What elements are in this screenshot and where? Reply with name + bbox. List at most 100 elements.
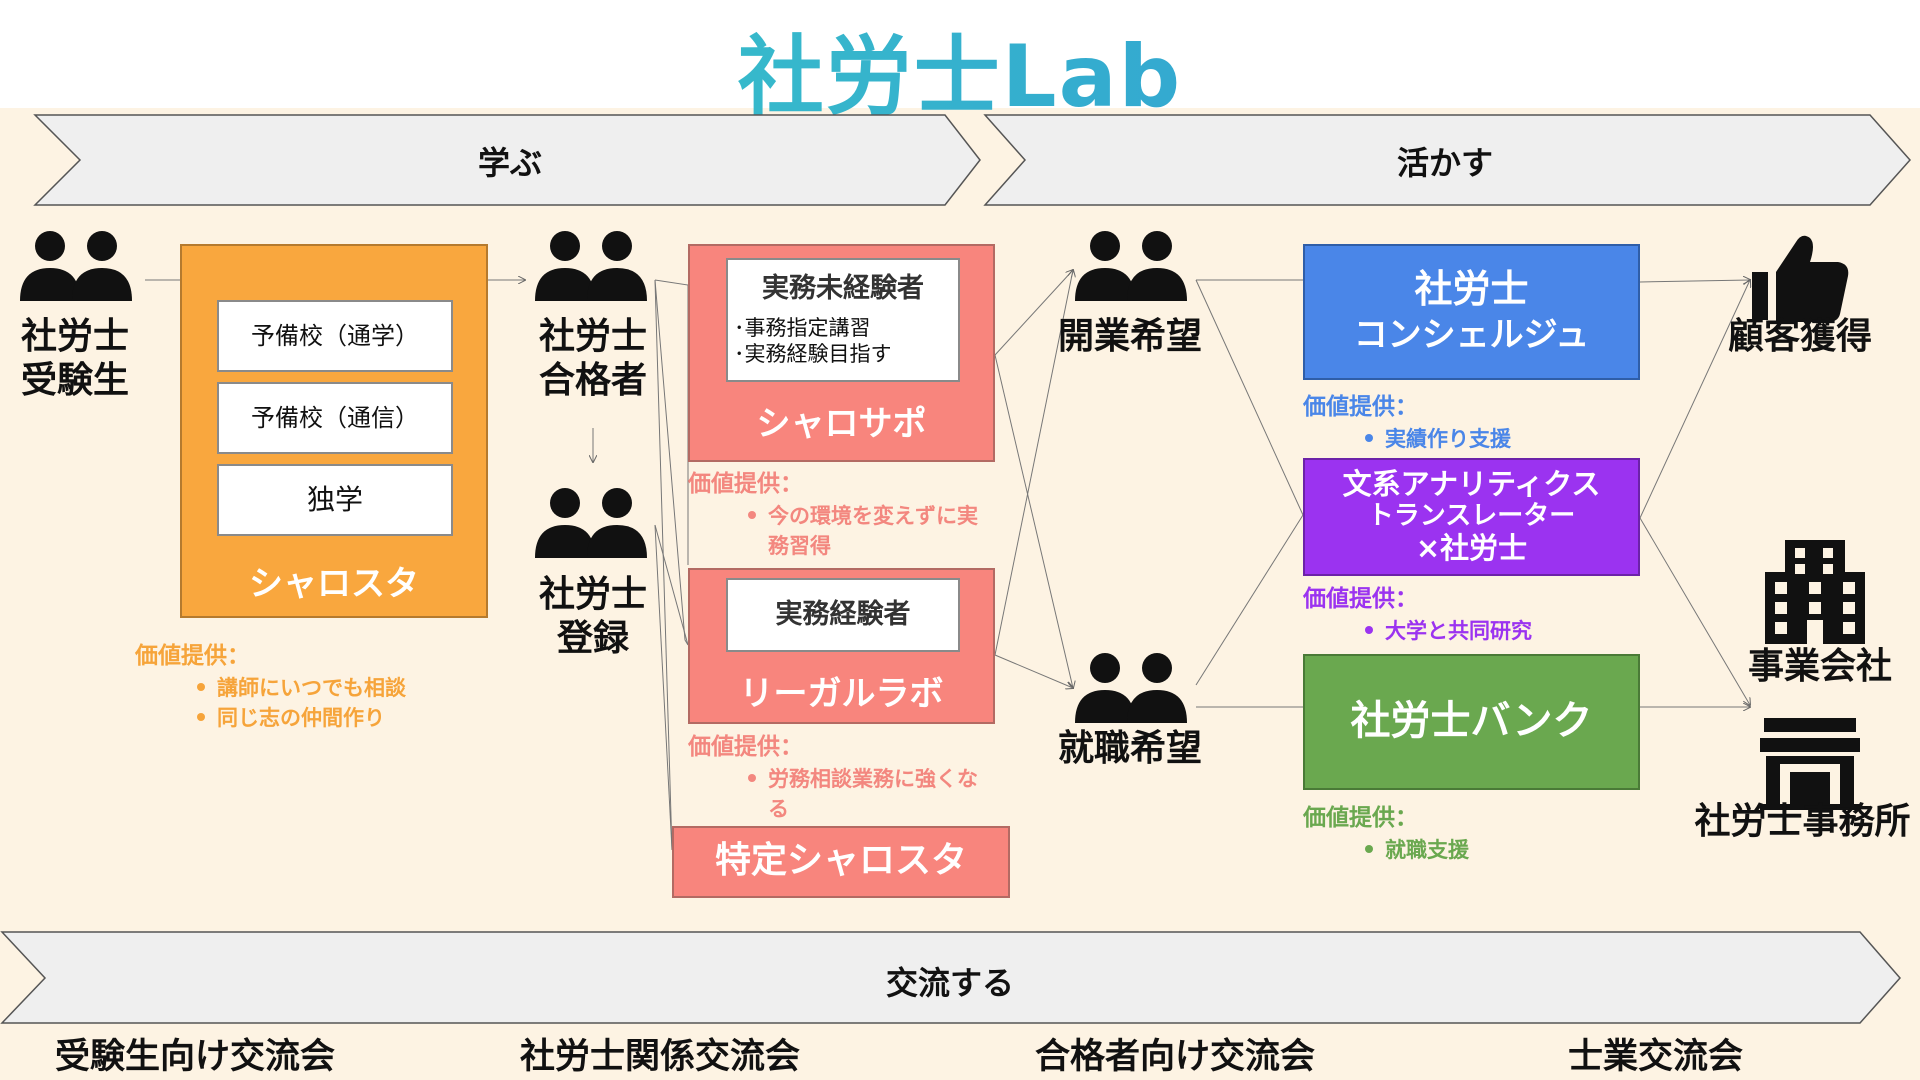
people-icon <box>1075 653 1187 723</box>
sharosapo-details: ･事務指定講習 ･実務経験目指す <box>728 315 958 367</box>
value-item: 今の環境を変えずに実 <box>748 500 978 530</box>
value-item: 講師にいつでも相談 <box>197 672 406 702</box>
chevron-use <box>983 114 1912 206</box>
bullet-dot <box>1365 434 1373 442</box>
value-label: 価値提供： <box>1303 805 1418 831</box>
people-icon <box>535 488 647 558</box>
connector-passer-legal <box>654 279 689 646</box>
passer-label: 社労士 合格者 <box>518 315 668 403</box>
concierge-box: 社労士 コンシェルジュ <box>1303 244 1640 380</box>
sharosuta-label: シャロスタ <box>249 564 419 604</box>
sharosapo-box: 実務未経験者 ･事務指定講習 ･実務経験目指す シャロサポ <box>688 244 995 462</box>
connector-concierge-customer <box>1639 280 1750 282</box>
value-label: 価値提供： <box>1303 394 1418 420</box>
value-label: 価値提供： <box>688 471 803 497</box>
option-self-study: 独学 <box>217 464 453 536</box>
bank-box: 社労士バンク <box>1303 654 1640 790</box>
people-icon <box>535 231 647 301</box>
value-text: 就職支援 <box>1385 838 1469 862</box>
connector-sharosapo-employ <box>994 354 1073 688</box>
value-item: 労務相談業務に強くな <box>748 763 978 793</box>
sharosapo-label: シャロサポ <box>756 404 927 444</box>
value-text: 同じ志の仲間作り <box>217 706 385 730</box>
registered-label-line: 社労士 <box>538 574 647 615</box>
connector-sharosapo-open <box>994 270 1073 356</box>
connector-registered-legal <box>654 524 689 646</box>
analytics-value: 価値提供： 大学と共同研究 <box>1303 579 1532 645</box>
sharosuta-box: 予備校（通学） 予備校（通信） 独学 シャロスタ <box>180 244 488 618</box>
office-building-icon <box>1765 540 1865 644</box>
value-label: 価値提供： <box>1303 586 1418 612</box>
value-text: 実績作り支援 <box>1385 427 1511 451</box>
analytics-label-line: ×社労士 <box>1415 531 1528 565</box>
bullet-dot <box>748 511 756 519</box>
value-item-cont: 務習得 <box>768 534 831 558</box>
bullet-dot <box>1365 845 1373 853</box>
analytics-box: 文系アナリティクス トランスレーター ×社労士 <box>1303 458 1640 576</box>
value-text: 今の環境を変えずに実 <box>768 504 978 528</box>
event-professional: 士業交流会 <box>1568 1037 1744 1077</box>
value-label: 価値提供： <box>688 734 803 760</box>
registered-label: 社労士 登録 <box>518 573 668 661</box>
connector-analytics-office <box>1639 517 1750 705</box>
storefront-icon <box>1760 718 1860 810</box>
sharosapo-inner: 実務未経験者 ･事務指定講習 ･実務経験目指す <box>726 258 960 382</box>
value-item: 就職支援 <box>1365 834 1469 864</box>
band-label-use: 活かす <box>1396 144 1493 182</box>
connector-registered-tokutei <box>654 524 673 851</box>
detail-line: ･実務経験目指す <box>734 342 892 366</box>
examinee-label-line: 社労士 <box>20 316 129 357</box>
page-title: 社労士Lab <box>0 6 1920 131</box>
customer-label: 顧客獲得 <box>1727 316 1872 357</box>
office-label: 社労士事務所 <box>1694 801 1911 842</box>
people-icon <box>1075 231 1187 301</box>
connector-analytics-customer <box>1639 280 1750 519</box>
sharosapo-value: 価値提供： 今の環境を変えずに実 務習得 <box>688 464 978 560</box>
tokutei-sharosuta-box: 特定シャロスタ <box>672 826 1010 898</box>
value-text: 労務相談業務に強くな <box>768 767 978 791</box>
examinee-label: 社労士 受験生 <box>0 315 150 403</box>
people-icon <box>20 231 132 301</box>
connector-open-analytics <box>1195 279 1304 516</box>
event-related: 社労士関係交流会 <box>520 1037 801 1077</box>
passer-label-line: 社労士 <box>538 316 647 357</box>
band-label-exchange: 交流する <box>885 964 1014 1002</box>
company-label: 事業会社 <box>1747 646 1892 687</box>
value-item-cont: る <box>768 797 789 821</box>
bullet-dot <box>197 713 205 721</box>
option-school-correspondence: 予備校（通信） <box>217 382 453 454</box>
registered-label-line: 登録 <box>556 618 629 659</box>
bullet-dot <box>1365 626 1373 634</box>
band-label-learn: 学ぶ <box>477 144 542 182</box>
examinee-label-line: 受験生 <box>20 360 129 401</box>
value-text: 講師にいつでも相談 <box>217 676 406 700</box>
employment-label: 就職希望 <box>1057 728 1202 769</box>
legal-lab-header: 実務経験者 <box>726 578 960 652</box>
detail-line: ･事務指定講習 <box>734 316 871 340</box>
sharosapo-header: 実務未経験者 <box>762 273 924 304</box>
value-text: 大学と共同研究 <box>1385 619 1532 643</box>
connector-employ-analytics <box>1195 514 1304 686</box>
analytics-label-line: トランスレーター <box>1367 501 1576 531</box>
bullet-dot <box>197 683 205 691</box>
option-school-commute: 予備校（通学） <box>217 300 453 372</box>
connector-passer-tokutei <box>654 279 673 851</box>
passer-label-line: 合格者 <box>538 360 647 401</box>
value-item: 大学と共同研究 <box>1365 615 1532 645</box>
analytics-label-line: 文系アナリティクス <box>1342 467 1601 501</box>
bank-value: 価値提供： 就職支援 <box>1303 798 1469 864</box>
legal-lab-box: 実務経験者 リーガルラボ <box>688 568 995 724</box>
concierge-value: 価値提供： 実績作り支援 <box>1303 387 1511 453</box>
thumbs-up-icon <box>1752 235 1849 322</box>
bullet-dot <box>748 774 756 782</box>
connector-legal-employ <box>994 654 1073 688</box>
sharosuta-value: 価値提供： 講師にいつでも相談 同じ志の仲間作り <box>135 636 406 732</box>
value-item: 実績作り支援 <box>1365 423 1511 453</box>
chevron-learn <box>33 114 981 206</box>
event-examinee: 受験生向け交流会 <box>55 1037 336 1077</box>
value-label: 価値提供： <box>135 643 250 669</box>
concierge-label-line: コンシェルジュ <box>1353 315 1590 355</box>
legal-lab-value: 価値提供： 労務相談業務に強くな る <box>688 727 978 823</box>
